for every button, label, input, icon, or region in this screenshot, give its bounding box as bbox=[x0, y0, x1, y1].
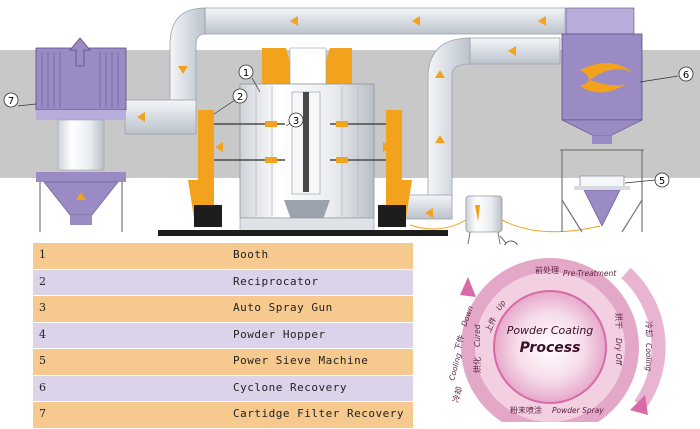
step-pretreatment-en: Pre-Treatment bbox=[563, 269, 617, 278]
legend-label: Cartidge Filter Recovery bbox=[233, 407, 404, 420]
floor-base bbox=[158, 230, 448, 236]
callout-label: 6 bbox=[683, 70, 689, 81]
step-cured-cn: 烘化 bbox=[472, 357, 482, 373]
flow-arrows bbox=[137, 16, 546, 218]
process-title-line2: Process bbox=[520, 340, 581, 356]
process-title-line1: Powder Coating bbox=[507, 324, 594, 337]
reciprocator-left bbox=[188, 110, 285, 227]
step-pretreatment-cn: 前处理 bbox=[535, 265, 559, 275]
step-cooling-right-cn: 冷却 bbox=[644, 321, 654, 337]
legend-row-powder-hopper: 4 Powder Hopper bbox=[33, 322, 413, 349]
callout-label: 3 bbox=[293, 116, 299, 127]
step-cooling-left-en: Cooling bbox=[447, 352, 463, 382]
legend-number: 6 bbox=[39, 380, 46, 394]
legend-row-auto-spray-gun: 3 Auto Spray Gun bbox=[33, 296, 413, 323]
top-duct bbox=[124, 7, 566, 135]
step-dryoff-en: Dry Off bbox=[614, 338, 623, 367]
callout-label: 7 bbox=[8, 96, 14, 107]
callout-4: 4 bbox=[504, 240, 518, 245]
legend-number: 2 bbox=[39, 274, 46, 288]
legend-row-booth: 1 Booth bbox=[33, 243, 413, 270]
legend-table: 1 Booth 2 Reciprocator 3 Auto Spray Gun … bbox=[33, 243, 413, 429]
spray-booth bbox=[239, 47, 375, 233]
legend-label: Auto Spray Gun bbox=[233, 301, 333, 314]
legend-label: Power Sieve Machine bbox=[233, 354, 369, 367]
flow-arrow bbox=[435, 135, 445, 143]
callout-6: 6 bbox=[678, 66, 694, 82]
legend-number: 5 bbox=[39, 354, 46, 367]
callout-label: 1 bbox=[243, 68, 249, 79]
flow-arrow bbox=[178, 66, 188, 74]
legend-row-cartridge-filter-recovery: 7 Cartidge Filter Recovery bbox=[33, 402, 413, 429]
legend-label: Reciprocator bbox=[233, 274, 319, 288]
flow-arrow bbox=[137, 112, 145, 122]
callout-2: 2 bbox=[232, 88, 248, 104]
legend-label: Booth bbox=[233, 248, 269, 261]
powder-hopper bbox=[409, 195, 601, 245]
callout-label: 2 bbox=[237, 92, 243, 103]
right-duct bbox=[394, 37, 561, 220]
step-dryoff-cn: 烘干 bbox=[614, 313, 624, 329]
flow-arrow bbox=[508, 46, 516, 56]
legend-label: Powder Hopper bbox=[233, 327, 326, 341]
flow-arrow bbox=[290, 16, 298, 26]
flow-arrow bbox=[435, 70, 445, 78]
callout-label: 4 bbox=[508, 244, 514, 245]
callouts: 1 2 3 4 5 6 7 bbox=[3, 64, 694, 245]
legend-row-reciprocator: 2 Reciprocator bbox=[33, 269, 413, 296]
legend-label: Cyclone Recovery bbox=[233, 380, 347, 394]
flow-arrow bbox=[538, 16, 546, 26]
step-powderspray-en: Powder Spray bbox=[552, 406, 604, 415]
legend-number: 1 bbox=[39, 248, 46, 261]
flow-arrow bbox=[215, 142, 223, 152]
process-wheel: 前处理 Pre-Treatment 烘干 Dry Off 冷却 Cooling … bbox=[447, 258, 666, 422]
callout-label: 5 bbox=[659, 176, 665, 187]
callout-5: 5 bbox=[654, 172, 670, 188]
legend-row-power-sieve-machine: 5 Power Sieve Machine bbox=[33, 349, 413, 376]
callout-1: 1 bbox=[238, 64, 254, 80]
legend-row-cyclone-recovery: 6 Cyclone Recovery bbox=[33, 375, 413, 402]
flow-arrow bbox=[412, 16, 420, 26]
callout-7: 7 bbox=[3, 92, 19, 108]
step-cooling-right-en: Cooling bbox=[644, 343, 653, 371]
step-down-cn: 下件 bbox=[452, 333, 466, 351]
sieve-machine bbox=[574, 175, 630, 190]
step-cured-en: Cured bbox=[473, 324, 482, 347]
callout-3: 3 bbox=[288, 112, 304, 128]
legend-number: 3 bbox=[39, 301, 46, 314]
step-powderspray-cn: 粉末喷涂 bbox=[510, 405, 542, 415]
cyclone-recovery bbox=[560, 7, 644, 233]
exhaust-arrow-icon bbox=[69, 37, 91, 67]
reciprocator-right bbox=[330, 110, 412, 227]
process-ring bbox=[460, 258, 666, 422]
flow-arrow bbox=[425, 208, 433, 218]
callout-leaders bbox=[17, 75, 679, 244]
equipment-diagram: 1 2 3 4 5 6 7 bbox=[0, 7, 700, 245]
cartridge-filter-recovery bbox=[35, 37, 127, 232]
step-cooling-left-cn: 冷却 bbox=[450, 385, 464, 403]
legend-number: 4 bbox=[39, 327, 46, 341]
legend-number: 7 bbox=[39, 407, 46, 420]
